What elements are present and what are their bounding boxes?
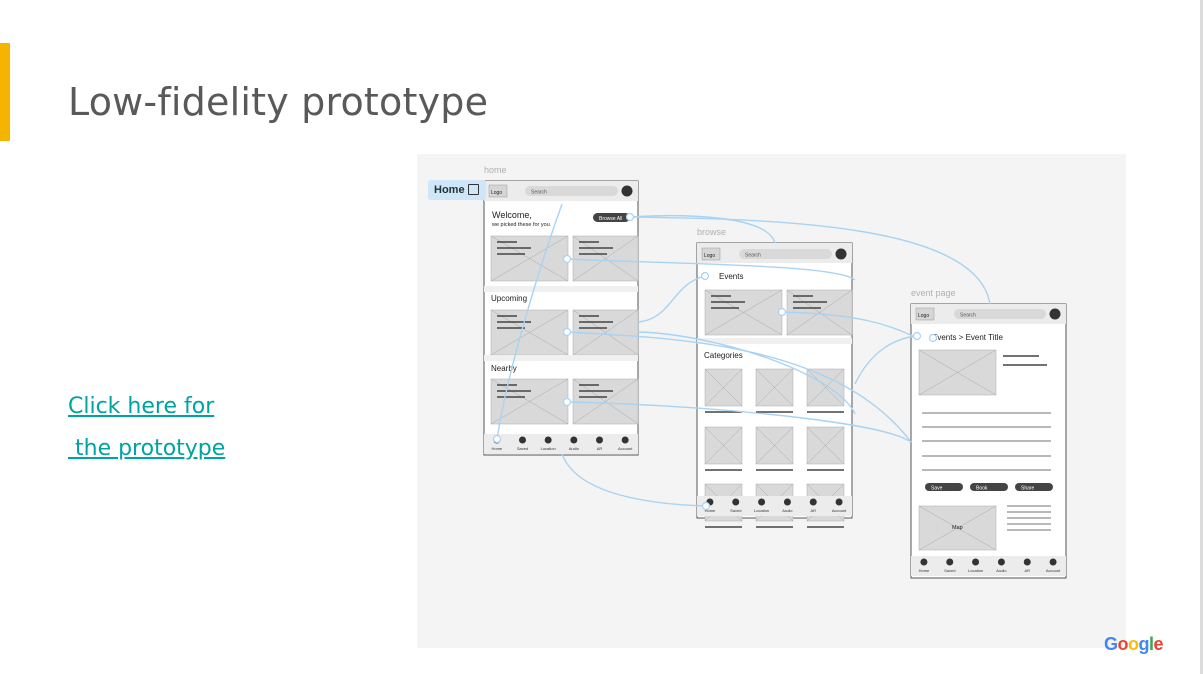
home-search: Search [531,190,547,196]
connector-hotspot [492,434,502,444]
event-breadcrumb: Events > Event Title [932,333,1003,342]
nav-icon [997,558,1005,566]
nav-label: AR [1024,568,1030,573]
connector-hotspot [928,333,938,343]
frame-caption-browse: browse [697,227,726,237]
connector-hotspot [912,331,922,341]
nav-icon [835,498,843,506]
logo-letter: g [1138,634,1150,654]
home-chip-label: Home [434,184,465,196]
event-action-label: Share [1021,486,1035,492]
logo-letter: o [1117,634,1129,654]
prototype-link-line2[interactable]: the prototype [68,436,226,461]
bottom-nav [697,496,852,516]
prototype-connectors [496,203,991,507]
nav-icon [1023,558,1031,566]
nav-label: Saved [730,508,741,513]
wireframe-canvas: home browse event page Logo Search Welco… [483,165,1067,579]
event-action-button [925,483,963,491]
nav-icon [544,436,552,444]
nav-label: Audio [569,446,580,451]
nav-icon [758,498,766,506]
nav-icon [1049,558,1057,566]
nav-label: Home [491,446,502,451]
nav-label: Saved [517,446,528,451]
nav-label: Account [832,508,847,513]
connector-hotspot [562,254,572,264]
nav-label: Account [1046,568,1061,573]
browse-logo: Logo [704,253,715,259]
prototype-screenshot: home browse event page Logo Search Welco… [417,154,1126,648]
nav-label: AR [810,508,816,513]
browse-frame: Logo Search Events Categories Home Saved L… [696,242,853,528]
nav-icon [596,436,603,444]
frame-caption-home: home [484,165,507,175]
nav-icon [972,558,980,566]
browse-search: Search [745,253,761,259]
home-logo: Logo [491,190,502,196]
nav-icon [809,498,817,506]
event-map: Map [952,525,963,531]
event-action-button [970,483,1008,491]
event-action-label: Save [931,486,943,492]
nav-label: Audio [996,568,1007,573]
event-frame: Logo Search Events > Event Title Save Boo… [910,303,1067,579]
logo-letter: o [1128,634,1139,654]
nav-icon [519,436,526,444]
logo-letter: e [1153,634,1164,654]
connector-hotspot [625,212,635,222]
frame-caption-event: event page [911,288,956,298]
browse-categories: Categories [704,351,743,360]
google-logo: Google [1104,634,1164,655]
nav-label: Audio [782,508,793,513]
browse-events: Events [719,272,743,281]
home-section-upcoming: Upcoming [491,294,527,303]
nav-icon [570,436,578,444]
nav-label: Account [618,446,633,451]
connector-hotspot [562,327,572,337]
nav-label: Saved [944,568,955,573]
connector-hotspot [562,397,572,407]
search-icon [835,248,847,260]
home-browse-all: Browse All [599,216,622,222]
search-icon [621,185,633,197]
bottom-nav [911,556,1066,576]
nav-icon [621,436,629,444]
nav-label: Location [541,446,556,451]
connector-hotspot [701,501,711,511]
nav-label: AR [597,446,603,451]
event-search: Search [960,313,976,319]
nav-icon [946,558,954,566]
bottom-nav [484,434,638,454]
event-action-label: Book [976,486,988,492]
connector-hotspot [700,271,710,281]
nav-icon [732,498,740,506]
home-frame: Logo Search Welcome, we picked these for… [483,180,639,456]
connector-hotspot [777,307,787,317]
accent-bar [0,43,10,141]
frame-icon [468,184,479,195]
logo-letter: G [1104,634,1118,654]
event-logo: Logo [918,313,929,319]
nav-icon [920,558,928,566]
search-icon [1049,308,1061,320]
home-welcome-sub: we picked these for you [491,222,550,228]
home-section-nearby: Nearby [491,364,517,373]
slide-title: Low-fidelity prototype [68,80,489,124]
prototype-link-line1[interactable]: Click here for [68,394,215,419]
event-action-button [1015,483,1053,491]
nav-label: Location [968,568,983,573]
home-welcome: Welcome, [492,210,532,220]
nav-label: Location [754,508,769,513]
nav-label: Home [705,508,716,513]
logo-letter: l [1149,634,1154,654]
nav-icon [783,498,791,506]
home-chip[interactable]: Home [428,180,486,200]
slide-edge [1200,0,1203,674]
nav-label: Home [919,568,930,573]
connector-dots [492,212,938,511]
